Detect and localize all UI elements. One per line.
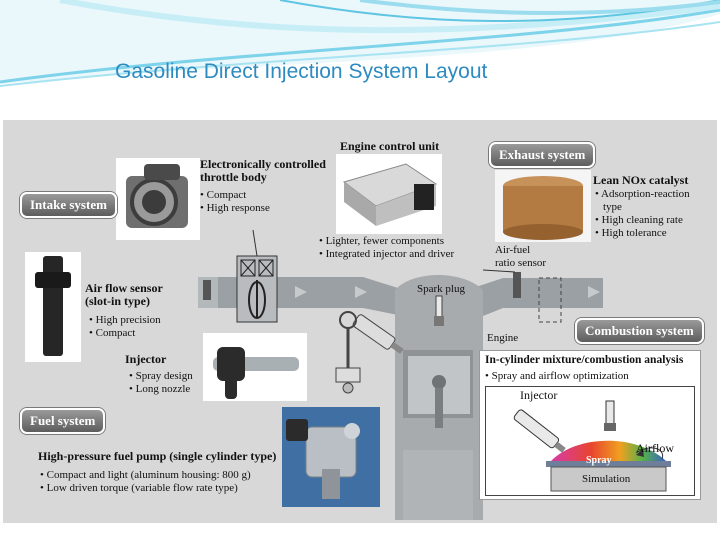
airflow-sensor-bullets: • High precision • Compact (89, 314, 161, 339)
simulation-graphic (513, 400, 671, 492)
analysis-title: In-cylinder mixture/combustion analysis (485, 354, 684, 366)
simulation-figure: Injector Airflow Spray Simulation (485, 386, 695, 496)
throttle-body-bullets: • Compact • High response (200, 189, 270, 214)
engine-schematic (198, 212, 603, 520)
catalyst-title: Lean NOx catalyst (593, 173, 689, 187)
throttle-body-title: Electronically controlled throttle body (200, 157, 326, 184)
airflow-sensor-photo (25, 252, 81, 362)
analysis-injector-label: Injector (520, 388, 558, 402)
system-layout-diagram: Intake system Exhaust system Fuel system… (3, 120, 717, 523)
spark-plug-label: Spark plug (417, 283, 465, 295)
analysis-simulation-label: Simulation (582, 473, 631, 485)
catalyst-photo (495, 170, 591, 242)
injector-bullets: • Spray design • Long nozzle (129, 370, 193, 395)
ecu-bullets: • Lighter, fewer components • Integrated… (319, 235, 455, 260)
engine-label: Engine (487, 332, 519, 344)
exhaust-system-label: Exhaust system (489, 142, 596, 168)
air-fuel-sensor-label: Air-fuel ratio sensor (495, 244, 547, 269)
analysis-airflow-label: Airflow (636, 441, 674, 455)
analysis-spray-label: Spray (586, 455, 612, 466)
ecu-photo (336, 154, 442, 234)
fuel-pump-title: High-pressure fuel pump (single cylinder… (38, 449, 277, 463)
analysis-bullet: • Spray and airflow optimization (485, 370, 629, 382)
combustion-analysis-panel: In-cylinder mixture/combustion analysis … (479, 350, 701, 500)
catalyst-bullets: • Adsorption-reaction type • High cleani… (595, 188, 690, 239)
page-title: Gasoline Direct Injection System Layout (115, 60, 488, 83)
combustion-system-label: Combustion system (575, 318, 704, 344)
ecu-title: Engine control unit (340, 139, 440, 153)
injector-title: Injector (125, 352, 167, 366)
airflow-sensor-title: Air flow sensor (slot-in type) (85, 281, 163, 308)
fuel-pump-bullets: • Compact and light (aluminum housing: 8… (40, 469, 251, 494)
fuel-system-label: Fuel system (20, 408, 106, 434)
fuel-pump-photo (282, 407, 380, 507)
injector-photo (203, 333, 307, 401)
throttle-body-photo (116, 158, 200, 240)
intake-system-label: Intake system (20, 192, 117, 218)
slide-header-decoration (0, 0, 720, 87)
